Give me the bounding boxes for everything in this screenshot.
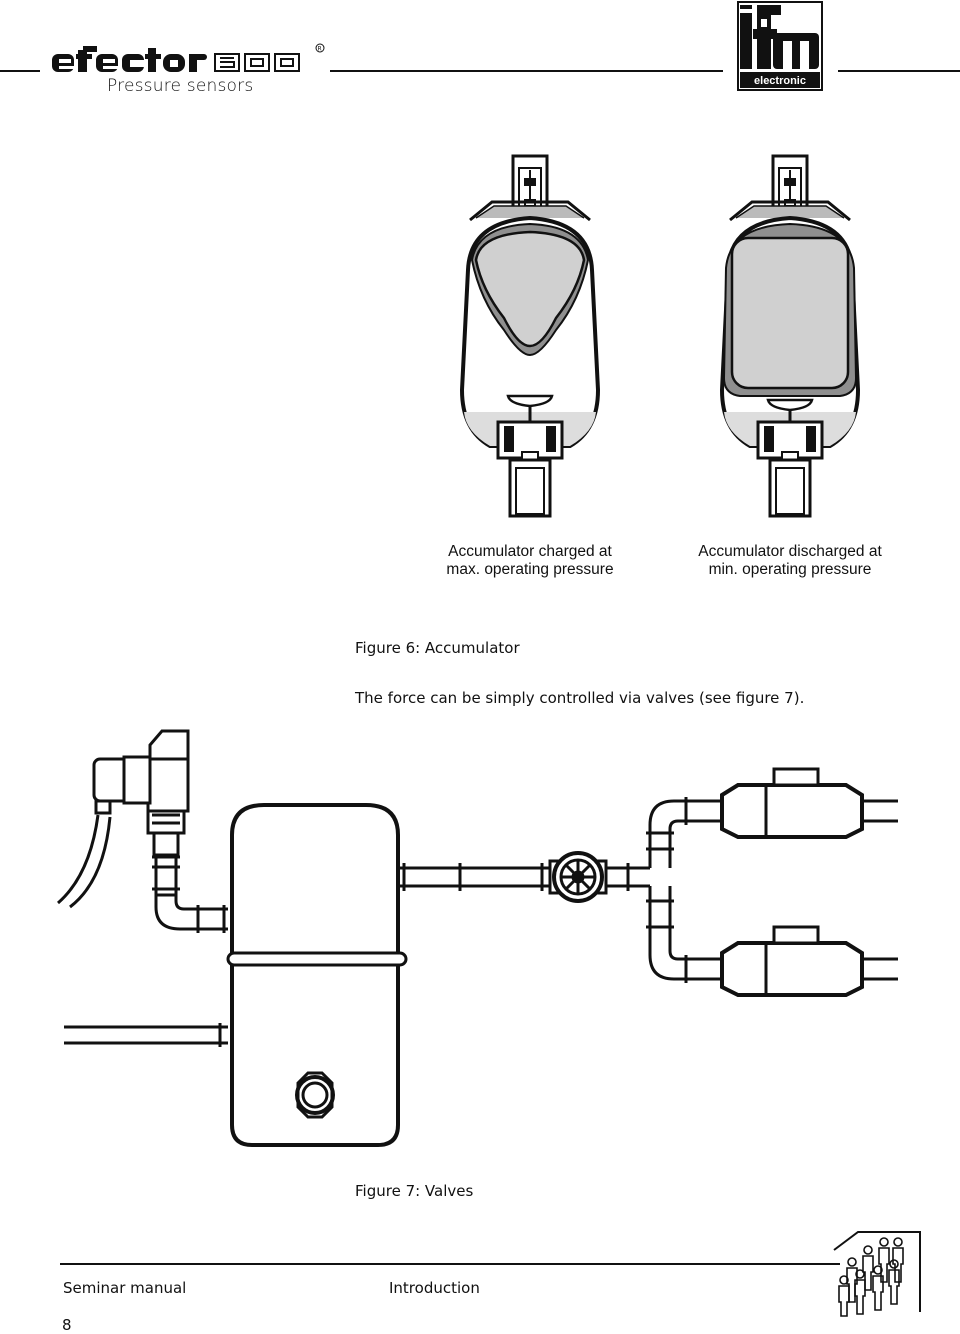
accumulator-discharged-drawing [719, 154, 861, 518]
caption-discharged-line2: min. operating pressure [708, 561, 872, 578]
caption-discharged: Accumulator discharged at min. operating… [675, 543, 905, 579]
caption-charged: Accumulator charged at max. operating pr… [420, 543, 640, 579]
footer-left-label: Seminar manual [63, 1279, 187, 1297]
body-paragraph: The force can be simply controlled via v… [355, 689, 805, 707]
accumulator-charged-drawing [459, 154, 601, 518]
svg-text:R: R [318, 46, 322, 53]
caption-charged-line1: Accumulator charged at [448, 543, 612, 560]
ifm-electronic-logo: electronic [737, 1, 823, 91]
svg-text:electronic: electronic [754, 75, 806, 87]
footer-section-label: Introduction [389, 1279, 480, 1297]
header-rule-left [0, 70, 40, 72]
figure7-title: Figure 7: Valves [355, 1182, 474, 1200]
caption-discharged-line1: Accumulator discharged at [698, 543, 882, 560]
header-rule-right [838, 70, 960, 72]
valves-diagram [57, 729, 898, 1147]
people-group-icon [833, 1231, 921, 1317]
header-subtitle: Pressure sensors [107, 76, 254, 96]
caption-charged-line2: max. operating pressure [446, 561, 614, 578]
footer-rule [60, 1263, 840, 1265]
efector500-logo: R [52, 43, 325, 72]
page-number: 8 [62, 1316, 72, 1334]
figure6-title: Figure 6: Accumulator [355, 639, 520, 657]
header-rule-middle [330, 70, 723, 72]
